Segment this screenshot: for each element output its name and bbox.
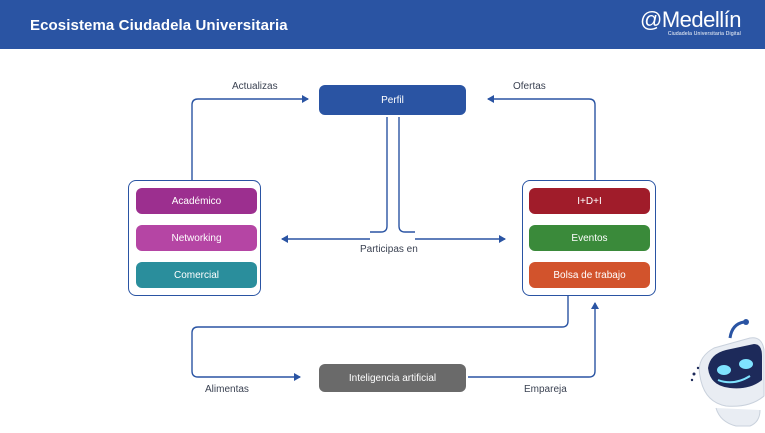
ia-node: Inteligencia artificial xyxy=(319,364,466,392)
perfil-label: Perfil xyxy=(381,94,404,106)
comercial-label: Comercial xyxy=(173,269,219,281)
academico-node: Académico xyxy=(136,188,257,214)
bolsa-node: Bolsa de trabajo xyxy=(529,262,650,288)
connector-alimentas xyxy=(191,296,569,381)
robot-mascot-icon xyxy=(690,319,765,427)
header-bar: Ecosistema Ciudadela Universitaria @Mede… xyxy=(0,0,765,49)
eventos-node: Eventos xyxy=(529,225,650,251)
connector-empareja xyxy=(468,302,599,378)
academico-label: Académico xyxy=(171,195,222,207)
label-ofertas: Ofertas xyxy=(513,81,546,92)
perfil-node: Perfil xyxy=(319,85,466,115)
label-participas: Participas en xyxy=(360,244,418,255)
label-empareja: Empareja xyxy=(524,384,567,395)
comercial-node: Comercial xyxy=(136,262,257,288)
label-alimentas: Alimentas xyxy=(205,384,249,395)
connector-perfil-left xyxy=(370,117,388,233)
idi-node: I+D+I xyxy=(529,188,650,214)
bolsa-label: Bolsa de trabajo xyxy=(553,269,626,281)
connector-actualizas xyxy=(191,95,309,180)
logo-text: @Medellín xyxy=(640,7,742,32)
networking-label: Networking xyxy=(171,232,222,244)
connector-perfil-right xyxy=(398,117,415,233)
connector-ofertas xyxy=(487,95,596,180)
ia-label: Inteligencia artificial xyxy=(348,372,437,384)
idi-label: I+D+I xyxy=(577,195,602,207)
eventos-label: Eventos xyxy=(571,232,608,244)
medellin-logo: @Medellín Ciudadela Universitaria Digita… xyxy=(621,7,751,43)
networking-node: Networking xyxy=(136,225,257,251)
logo-subtext: Ciudadela Universitaria Digital xyxy=(667,31,741,37)
label-actualizas: Actualizas xyxy=(232,81,278,92)
page-title: Ecosistema Ciudadela Universitaria xyxy=(30,17,288,34)
